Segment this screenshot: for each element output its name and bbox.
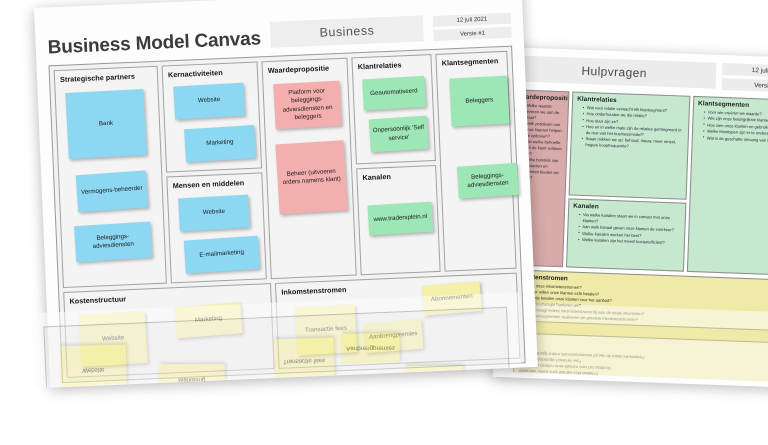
sticky-note[interactable]: Beleggers [449, 75, 510, 127]
sticky-note[interactable]: Vermogens-beheerder [75, 170, 149, 213]
sticky-note[interactable]: Beheer (uitvoeren orders namens klant) [275, 140, 348, 215]
canvas-version: Versie #1 [433, 26, 512, 41]
reflection-grid: Website Marketing Transactie fees Aanbre… [43, 306, 512, 388]
reflection-note: Transactie fees [273, 337, 335, 386]
hulpvragen-grid: Waardepropositie Welke waarde leveren we… [505, 89, 768, 277]
section-label: Strategische partners [59, 71, 136, 84]
sticky-note[interactable]: Platform voor beleggings-adviesdiensten … [273, 80, 342, 130]
sticky-note[interactable]: Beleggings-adviesdiensten [73, 221, 153, 263]
block-list: Via welke kanalen staan we in contact me… [572, 212, 681, 247]
sticky-note[interactable]: Marketing [183, 124, 256, 163]
hulpvragen-title: Hulpvragen [511, 55, 717, 89]
list-item: Wat is de geschatte omvang van ieder kla… [703, 135, 768, 145]
section-label: Mensen en middelen [172, 178, 245, 191]
sticky-note[interactable]: Geautomatiseerd [362, 75, 426, 111]
sticky-note[interactable]: Bank [65, 88, 147, 160]
hulpvragen-col-klantsegmenten: Klantsegmenten Voor wie creëren we waard… [686, 95, 768, 277]
section-kernactiviteiten[interactable]: Kernactiviteiten Website Marketing [161, 61, 263, 173]
block-kanalen[interactable]: Kanalen Via welke kanalen staan we in co… [565, 198, 687, 272]
list-item: Staan mikken we op: behoud, nieuw, meer … [581, 136, 683, 151]
hulpvragen-date: 12 juli 2021 [722, 62, 768, 79]
section-column-activities: Kernactiviteiten Website Marketing Mense… [161, 61, 267, 284]
sticky-note[interactable]: E-mailmarketing [183, 235, 260, 274]
hulpvragen-reflection-body: Inkomstenstromen Wat zijn onze inkomsten… [505, 302, 768, 384]
sticky-note[interactable]: Website [173, 82, 246, 120]
hulpvragen-col-klantrelaties: Klantrelaties Wat voor relatie verwacht … [565, 91, 691, 272]
sticky-note[interactable]: www.tradersplein.nl [367, 201, 434, 236]
block-list: Wat voor relatie verwacht elk klantsegme… [575, 105, 685, 152]
page-title: Business Model Canvas [47, 28, 262, 59]
section-klantsegmenten[interactable]: Klantsegmenten Beleggers Beleggings-advi… [435, 50, 519, 272]
section-klantrelaties[interactable]: Klantrelaties Geautomatiseerd Onpersoonl… [351, 54, 436, 165]
section-label: Waardepropositie [267, 63, 330, 76]
sticky-note[interactable]: Onpersoonlijk 'Self service' [368, 115, 429, 153]
section-waardepropositie[interactable]: Waardepropositie Platform voor belegging… [261, 57, 357, 280]
reflection-note: Website [59, 344, 127, 388]
hulpvragen-version: Versie #1 [721, 77, 768, 94]
section-mensen-en-middelen[interactable]: Mensen en middelen Website E-mailmarketi… [166, 172, 267, 284]
block-klantrelaties[interactable]: Klantrelaties Wat voor relatie verwacht … [568, 91, 691, 200]
hulpvragen-reflection: Inkomstenstromen Wat zijn onze inkomsten… [505, 302, 768, 384]
section-column-relations: Klantrelaties Geautomatiseerd Onpersoonl… [351, 54, 441, 276]
sticky-note[interactable]: Beleggings-adviesdiensten [456, 162, 519, 199]
canvas-top-row: Strategische partners Bank Vermogens-beh… [53, 50, 519, 289]
canvas-meta: 12 juli 2021 Versie #1 [432, 12, 512, 41]
section-strategische-partners[interactable]: Strategische partners Bank Vermogens-beh… [53, 65, 167, 289]
reflection-note: Marketing [158, 364, 225, 388]
block-list: Voor wie creëren we waarde? Wie zijn onz… [697, 109, 768, 144]
section-label: Klantrelaties [357, 60, 402, 72]
section-label: Kernactiviteiten [167, 67, 223, 80]
section-label: Klantsegmenten [441, 56, 499, 68]
canvas-subject-pill: Business [270, 15, 424, 48]
list-item: Welke waarde leveren we aan de klant? [521, 103, 564, 122]
reflection-note: Abonnementen [405, 365, 464, 388]
canvas-date: 12 juli 2021 [432, 12, 512, 27]
block-klantsegmenten[interactable]: Klantsegmenten Voor wie creëren we waard… [686, 95, 768, 277]
reflection-note: Aanbrengpremies [341, 333, 400, 364]
hulpvragen-meta: 12 juli 2021 Versie #1 [721, 62, 768, 94]
sticky-note[interactable]: Website [178, 194, 250, 232]
section-label: Kanalen [362, 171, 392, 183]
section-kanalen[interactable]: Kanalen www.tradersplein.nl [356, 164, 441, 276]
